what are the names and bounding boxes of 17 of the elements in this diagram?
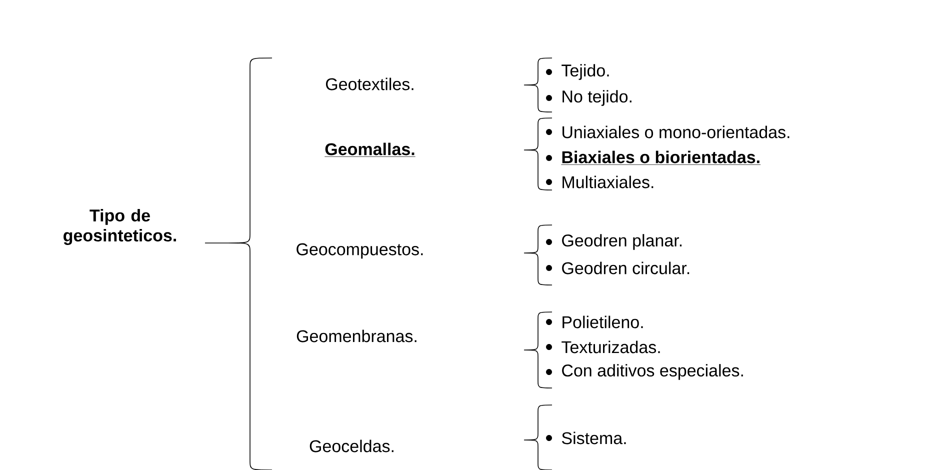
list-item: Uniaxiales o mono-orientadas. [562,126,790,138]
category-label: Geomenbranas. [296,330,416,342]
list-item: Tejido. [562,64,609,80]
list-item: Biaxiales o biorientadas. [561,150,761,165]
category-label: Geocompuestos. [296,243,423,259]
list-item: Multiaxiales. [562,176,654,188]
list-item: Geodren circular. [562,262,690,274]
list-item: Polietileno. [562,316,643,328]
list-item: Con aditivos especiales. [562,364,743,380]
list-item: Geodren planar. [562,234,682,250]
list-item: No tejido. [562,90,632,106]
list-item: Texturizadas. [562,340,660,354]
list-item: Sistema. [562,432,626,444]
category-label: Geomallas. [324,142,416,157]
category-label: Geotextiles. [326,78,414,90]
category-label: Geoceldas. [310,440,394,452]
root-label: Tipo de geosinteticos. [64,209,176,245]
